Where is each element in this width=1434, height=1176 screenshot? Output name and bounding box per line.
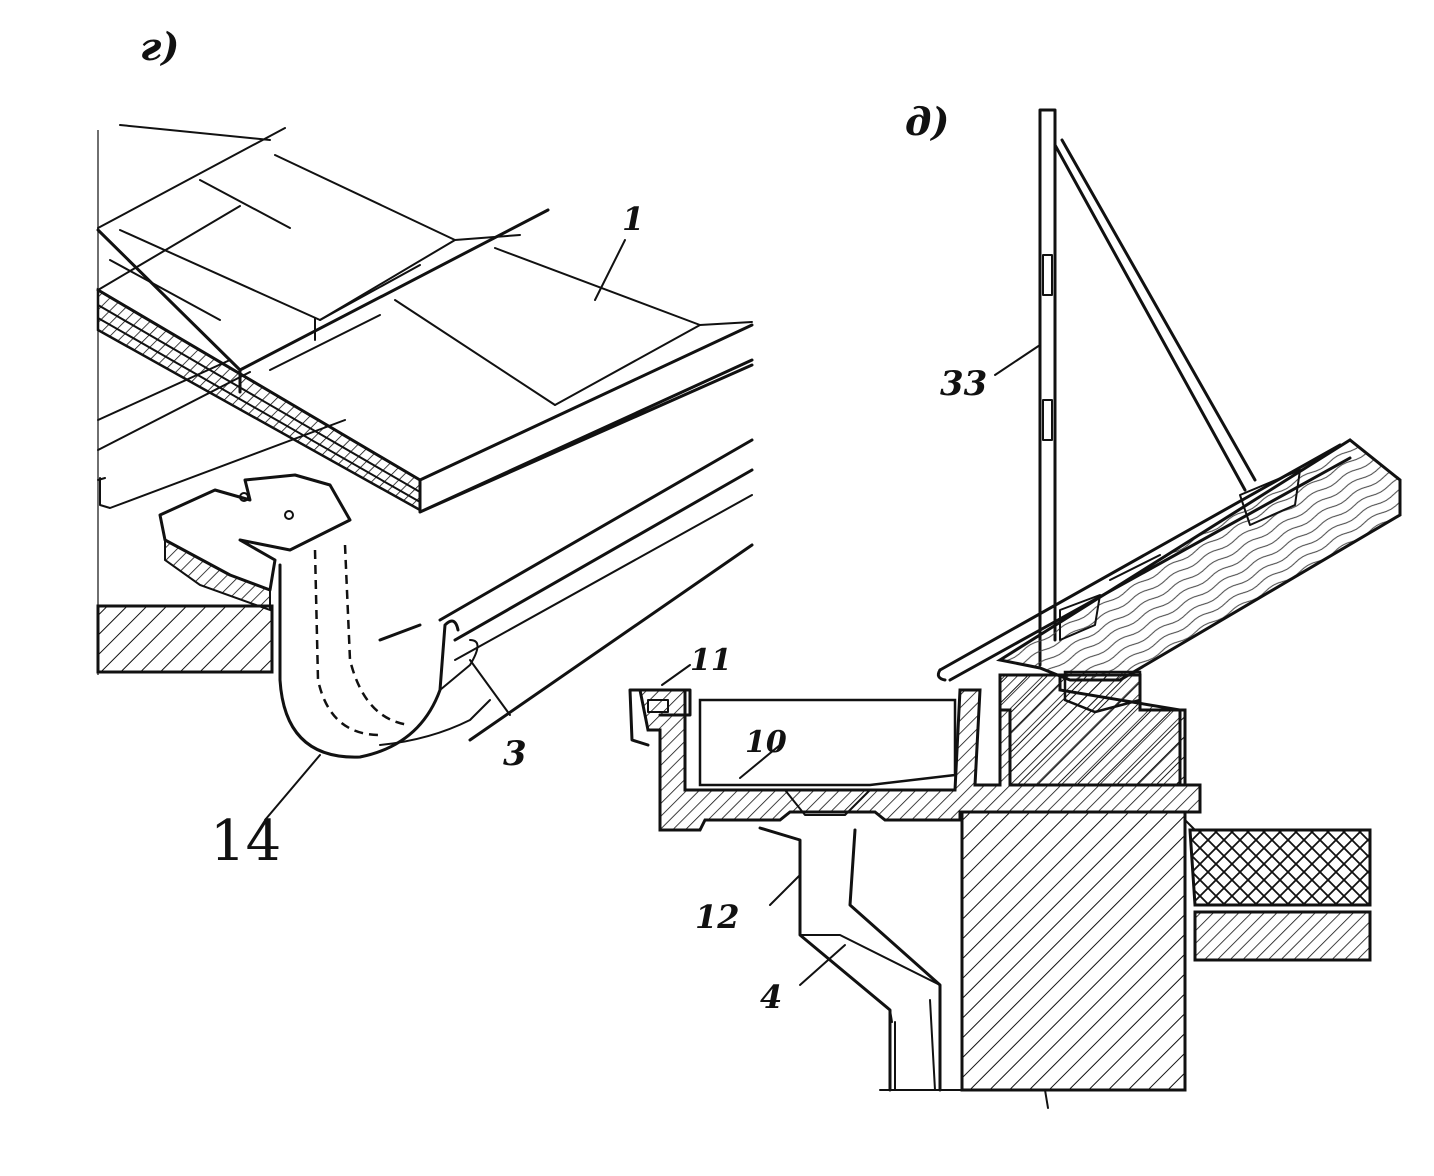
label-3: 3 bbox=[503, 734, 527, 774]
gutter-inner-lines bbox=[454, 494, 753, 661]
floor-insulation bbox=[1188, 828, 1372, 907]
bracket-holes bbox=[239, 492, 294, 520]
label-4: 4 bbox=[760, 978, 782, 1016]
label-12: 12 bbox=[695, 898, 740, 936]
figure-g-gutter-perspective: г) bbox=[96, 24, 754, 874]
pipe-4 bbox=[799, 934, 941, 1091]
roof-clamps bbox=[1059, 469, 1301, 641]
label-14: 14 bbox=[210, 809, 281, 874]
sheathing-slab bbox=[96, 287, 422, 513]
sheathing-lines bbox=[97, 304, 753, 503]
leader-33 bbox=[994, 344, 1041, 376]
leader-4 bbox=[799, 944, 846, 986]
caption-d: д) bbox=[905, 99, 949, 144]
gutter-hook-14 bbox=[278, 563, 460, 759]
tile-row-back bbox=[97, 124, 291, 321]
leader-1 bbox=[594, 239, 626, 301]
label-33: 33 bbox=[940, 364, 987, 404]
gutter-lip bbox=[379, 639, 491, 746]
gutter-hook-inner bbox=[313, 549, 381, 737]
main-wall-hatched bbox=[960, 810, 1187, 1092]
figure-d-eaves-section: д) bbox=[628, 99, 1402, 1109]
roof-rafter-end bbox=[1063, 670, 1142, 714]
label-11: 11 bbox=[690, 643, 732, 678]
label-10: 10 bbox=[745, 725, 787, 760]
label-1: 1 bbox=[622, 200, 644, 238]
funnel-12 bbox=[758, 826, 942, 1092]
drain-cone bbox=[784, 789, 871, 816]
edge-cap-detail bbox=[647, 699, 669, 713]
leader-11 bbox=[661, 664, 691, 686]
wall-section-hatched bbox=[96, 604, 274, 674]
sheathing-top-edge bbox=[96, 288, 754, 514]
leader-14 bbox=[264, 754, 321, 821]
gutter-body bbox=[378, 438, 754, 742]
leader-12 bbox=[769, 874, 801, 906]
drip-edge bbox=[936, 668, 947, 682]
caption-g: г) bbox=[140, 24, 179, 69]
gutter-hook-inner-2 bbox=[343, 544, 411, 727]
gutter-trough-interior bbox=[698, 698, 957, 787]
edge-cap-11 bbox=[628, 688, 692, 747]
leader-10 bbox=[739, 744, 781, 779]
wall-bottom-tick bbox=[1044, 1089, 1049, 1109]
floor-slab bbox=[1193, 910, 1372, 962]
roof-timber bbox=[996, 438, 1402, 682]
bracket-block bbox=[164, 538, 271, 612]
roof-top-layer bbox=[938, 443, 1352, 682]
leader-3 bbox=[469, 659, 511, 716]
floor-edge bbox=[1184, 819, 1196, 831]
post-33 bbox=[1038, 108, 1057, 667]
brace bbox=[1053, 138, 1257, 492]
rafter-timber bbox=[97, 359, 346, 509]
post-marks bbox=[1042, 254, 1053, 441]
